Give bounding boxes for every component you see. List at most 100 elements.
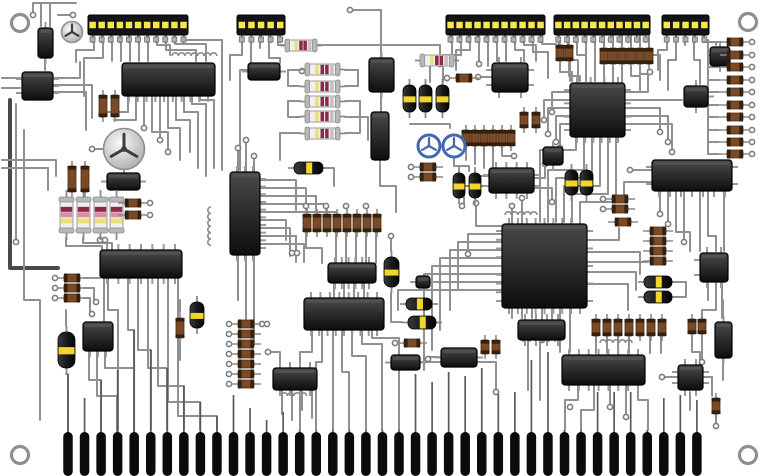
resistor-band [325, 64, 329, 75]
ic-body [303, 297, 385, 331]
diode [720, 125, 750, 135]
capacitor [638, 275, 678, 289]
connector-pin-contact [691, 21, 699, 29]
trimmer-potentiometer [441, 133, 467, 159]
via-pad [464, 250, 472, 258]
via-pad [88, 310, 96, 318]
resistor-band [325, 111, 329, 122]
connector-pin-contact [162, 21, 169, 29]
via-pad [407, 163, 415, 171]
copper-trace [83, 35, 104, 97]
ic-highlight [330, 265, 374, 268]
ic-highlight [373, 114, 387, 117]
ic-body [21, 71, 54, 101]
copper-trace [287, 69, 301, 87]
ic-highlight [393, 357, 418, 360]
diode [555, 40, 565, 66]
edge-pin [344, 432, 355, 476]
capacitor [564, 164, 579, 201]
via-pad [88, 145, 96, 153]
via-pad [474, 73, 482, 81]
copper-trace [371, 329, 400, 431]
copper-trace [397, 289, 503, 311]
resistor-band [60, 212, 73, 218]
edge-pin [510, 432, 520, 476]
connector-pin-contact [501, 21, 508, 29]
via-pad [748, 150, 756, 158]
ic-highlight [680, 367, 701, 370]
connector-pin-contact [528, 21, 535, 29]
diode [697, 314, 707, 339]
connector-pin-contact [447, 21, 454, 29]
edge-pin [394, 432, 404, 476]
connector-pin-contact [465, 21, 472, 29]
via-pad [626, 166, 634, 174]
connector-pin-pad [474, 36, 481, 43]
via-pad [225, 370, 233, 378]
diode [497, 125, 507, 151]
copper-trace [82, 237, 113, 251]
resistor-band [315, 128, 319, 139]
copper-trace [586, 271, 637, 291]
edge-pin [129, 432, 139, 476]
ic-chip [229, 166, 266, 261]
capacitor [402, 315, 442, 330]
ic-highlight [654, 162, 730, 165]
components-layer [9, 11, 759, 476]
connector-pin-pad [267, 36, 274, 43]
copper-trace [671, 281, 687, 298]
diode [488, 125, 498, 151]
via-pad [225, 330, 233, 338]
diode [312, 209, 322, 237]
connector-pin-contact [116, 21, 124, 29]
copper-trace [541, 35, 557, 45]
copper-trace [423, 273, 503, 371]
diode [624, 314, 634, 341]
capacitor-band [580, 180, 593, 187]
copper-trace [559, 123, 571, 147]
edge-pin [592, 432, 603, 476]
copper-trace [639, 66, 651, 75]
diode [231, 379, 261, 389]
diode [720, 137, 750, 147]
ic-body [370, 111, 390, 161]
diode [564, 40, 574, 66]
connector-pin-contact [701, 21, 708, 29]
pin-header-connector [553, 14, 651, 43]
ic-highlight [443, 350, 475, 353]
connector-pin-pad [501, 36, 508, 43]
connector-pin-contact [143, 21, 151, 29]
resistor [300, 79, 345, 94]
diode [626, 43, 636, 69]
copper-trace [624, 69, 649, 93]
diode [80, 161, 90, 197]
ic-chip [272, 362, 318, 396]
diode [608, 217, 638, 227]
copper-trace [580, 384, 595, 431]
copper-trace [707, 191, 717, 252]
connector-pin-pad [277, 36, 284, 43]
edge-pin [146, 432, 156, 476]
ic-highlight [494, 65, 526, 68]
trimmer-potentiometer [60, 20, 84, 44]
copper-trace [543, 99, 571, 119]
via-pad [748, 113, 756, 121]
copper-trace [259, 243, 305, 263]
edge-pin [311, 432, 321, 476]
diode [602, 314, 612, 341]
capacitor-band [190, 312, 204, 319]
diode [613, 314, 623, 341]
ic-chip [82, 321, 114, 357]
coil-pins [171, 52, 218, 57]
resistor-band [303, 40, 307, 51]
ic-highlight [418, 278, 428, 281]
ic-highlight [250, 65, 278, 68]
ic-chip [542, 141, 564, 171]
diode [605, 194, 635, 204]
resistor-band [94, 206, 107, 212]
ic-highlight [545, 149, 561, 152]
via-pad [656, 210, 664, 218]
trimmer-potentiometer [102, 127, 146, 171]
connector-pin-pad [682, 36, 689, 43]
capacitor [579, 164, 594, 201]
